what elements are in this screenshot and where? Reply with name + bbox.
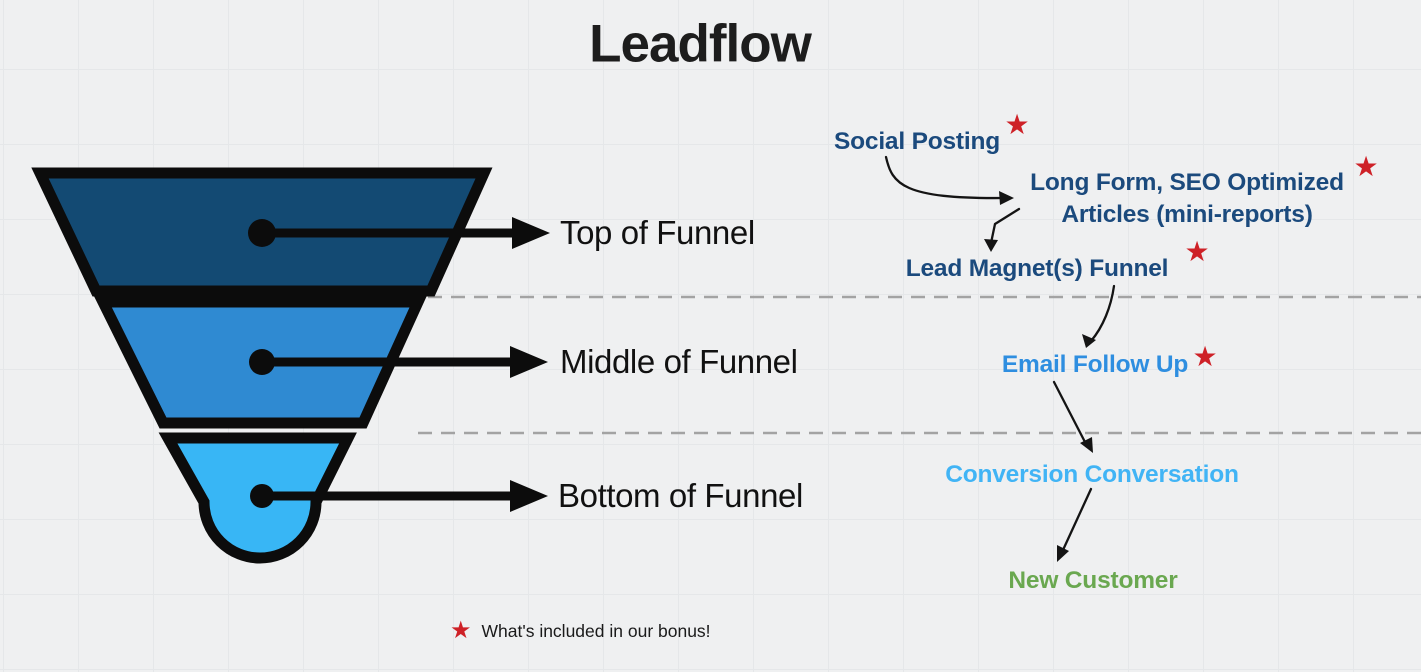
connector-conversion-to-newcustomer: [1061, 487, 1093, 552]
top-arrowhead-icon: [512, 217, 550, 249]
connector-leadmagnet-to-email: [1089, 284, 1116, 343]
middle-funnel-arrow: [249, 346, 548, 378]
flow-connectors: [884, 155, 1116, 552]
flow-connector-heads: [984, 191, 1096, 562]
bonus-star-icon: ★: [450, 617, 472, 644]
label-lead-magnet-funnel: Lead Magnet(s) Funnel: [905, 255, 1169, 282]
bonus-star-icon: ★: [1353, 151, 1379, 182]
connector-social-to-longform: [884, 155, 1005, 200]
arrowhead-downleft-icon: [1082, 334, 1096, 348]
arrowhead-right-icon: [999, 191, 1014, 205]
label-bottom-of-funnel: Bottom of Funnel: [558, 477, 803, 514]
label-email-follow-up: Email Follow Up: [1001, 351, 1189, 378]
legend-text: What's included in our bonus!: [481, 620, 711, 641]
connector-email-to-conversion: [1052, 380, 1088, 446]
label-conversion-conversation: Conversion Conversation: [945, 461, 1239, 488]
connector-longform-to-leadmagnet: [989, 207, 1021, 245]
arrowhead-downright-icon: [1080, 437, 1093, 453]
bonus-legend: ★ What's included in our bonus!: [450, 619, 711, 643]
arrowhead-down-icon: [984, 239, 998, 252]
label-new-customer: New Customer: [1008, 567, 1178, 594]
label-middle-of-funnel: Middle of Funnel: [560, 343, 798, 380]
bonus-star-icon: ★: [1004, 109, 1030, 140]
label-top-of-funnel: Top of Funnel: [560, 214, 755, 251]
bottom-funnel-arrow: [250, 480, 548, 512]
middle-arrowhead-icon: [510, 346, 548, 378]
label-long-form-articles: Long Form, SEO Optimized Articles (mini-…: [1030, 167, 1344, 231]
top-funnel-arrow: [248, 217, 550, 249]
arrowhead-downleft2-icon: [1057, 545, 1069, 562]
bottom-arrowhead-icon: [510, 480, 548, 512]
label-social-posting: Social Posting: [833, 128, 1001, 155]
label-long-form-line1: Long Form, SEO Optimized: [1030, 169, 1344, 196]
page-title: Leadflow: [589, 14, 812, 74]
bonus-star-icon: ★: [1184, 236, 1210, 267]
label-long-form-line2: Articles (mini-reports): [1061, 201, 1313, 228]
bonus-star-icon: ★: [1192, 341, 1218, 372]
